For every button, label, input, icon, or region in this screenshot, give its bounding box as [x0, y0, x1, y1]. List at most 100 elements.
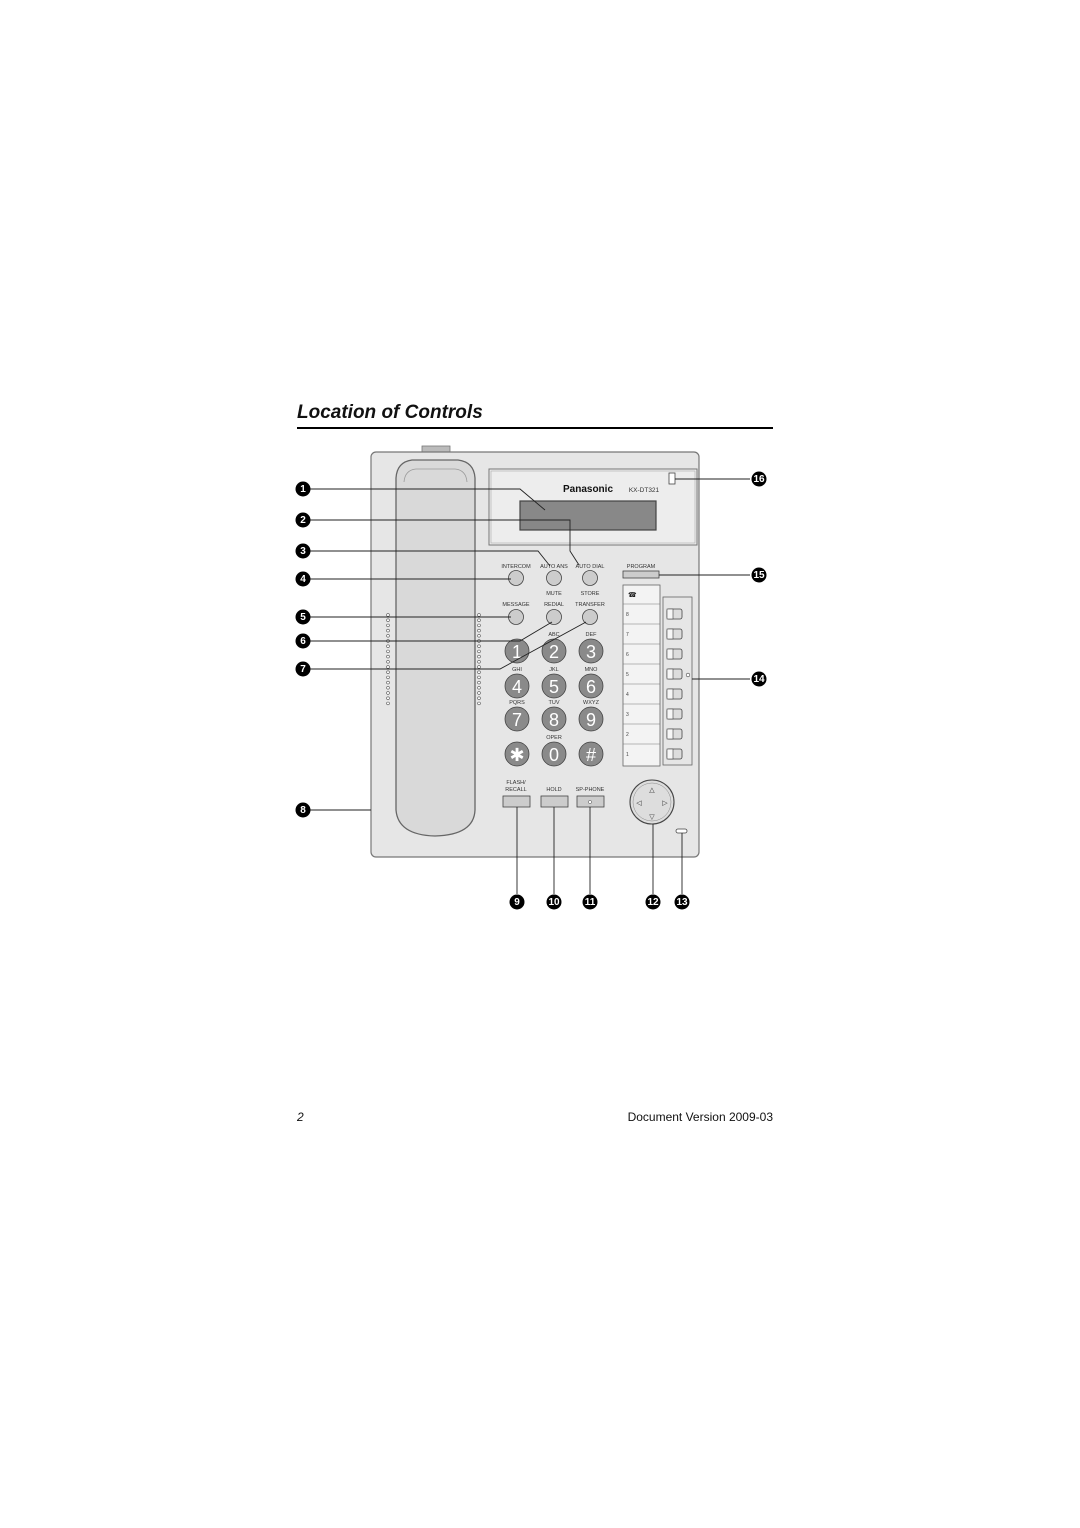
nav-right-icon: ▷ — [662, 799, 668, 807]
key-digit: 5 — [549, 677, 559, 697]
svg-text:5: 5 — [300, 612, 306, 623]
flash-label-1: FLASH/ — [506, 780, 526, 786]
callout-15: 15 — [751, 567, 767, 583]
nav-up-icon: △ — [649, 786, 655, 794]
svg-text:2: 2 — [300, 515, 306, 526]
callout-4: 4 — [295, 571, 311, 587]
key-digit: 6 — [586, 677, 596, 697]
store-button — [582, 570, 598, 586]
key-letters: MNO — [585, 667, 599, 673]
microphone — [675, 828, 688, 834]
redial-label: REDIAL — [544, 602, 564, 608]
title-rule — [297, 427, 773, 429]
mute-label: MUTE — [546, 591, 562, 597]
key-letters: JKL — [549, 667, 558, 673]
key-digit: 2 — [549, 642, 559, 662]
co-line-label: 2 — [626, 732, 629, 738]
key-digit: 8 — [549, 710, 559, 730]
key-letters: TUV — [549, 700, 560, 706]
key-digit: 7 — [512, 710, 522, 730]
program-button — [622, 570, 660, 579]
key-1 — [504, 638, 530, 664]
key-digit: 3 — [586, 642, 596, 662]
handset-inner — [403, 468, 468, 483]
handset-symbol: ☎ — [628, 591, 637, 599]
co-line-label: 1 — [626, 752, 629, 758]
hold-label: HOLD — [546, 787, 561, 793]
co-line-lamp — [666, 748, 674, 760]
callout-12: 12 — [645, 894, 661, 910]
transfer-button — [582, 609, 598, 625]
key-digit: 4 — [512, 677, 522, 697]
co-line-label: 7 — [626, 632, 629, 638]
callout-11: 11 — [582, 894, 598, 910]
speaker-hole — [386, 691, 390, 695]
speaker-hole — [477, 654, 481, 659]
speaker-hole — [386, 660, 390, 664]
svg-text:8: 8 — [300, 805, 306, 816]
leader-lines — [308, 478, 750, 894]
co-line-label: 3 — [626, 712, 629, 718]
svg-text:14: 14 — [753, 674, 765, 685]
svg-text:3: 3 — [300, 546, 306, 557]
co-indicator-dot — [685, 672, 691, 678]
sp-phone-lamp — [588, 800, 592, 804]
key-4 — [504, 673, 530, 699]
transfer-label: TRANSFER — [575, 602, 605, 608]
key-digit: 1 — [512, 642, 522, 662]
callout-16: 16 — [751, 471, 767, 487]
key-11 — [541, 741, 567, 767]
speaker-hole — [386, 623, 390, 628]
store-label: STORE — [581, 591, 600, 597]
co-label-card — [622, 584, 661, 767]
callout-8: 8 — [295, 802, 311, 818]
co-button-frame — [662, 596, 693, 766]
speaker-hole — [386, 634, 390, 638]
key-digit: 0 — [549, 745, 559, 765]
flash-label-2: RECALL — [505, 787, 526, 793]
flash-recall-button — [502, 795, 531, 808]
callout-5: 5 — [295, 609, 311, 625]
co-line-lamp — [666, 648, 674, 660]
co-line-lamp — [666, 728, 674, 740]
speaker-hole — [477, 623, 481, 628]
speaker-hole — [386, 670, 390, 674]
speaker-hole — [477, 613, 481, 617]
speaker-hole — [477, 618, 481, 622]
key-6 — [578, 673, 604, 699]
co-line-lamp — [666, 608, 674, 620]
auto-ans-label: AUTO ANS — [540, 564, 568, 570]
key-9 — [578, 706, 604, 732]
handset — [395, 459, 476, 837]
program-label: PROGRAM — [627, 564, 656, 570]
speaker-hole — [386, 644, 390, 648]
key-8 — [541, 706, 567, 732]
speaker-hole — [386, 665, 390, 669]
speaker-hole — [477, 649, 481, 654]
brand-logo: Panasonic — [563, 484, 613, 495]
speaker-hole — [477, 670, 481, 674]
page-number: 2 — [297, 1110, 304, 1124]
key-letters: DEF — [586, 632, 598, 638]
callout-14: 14 — [751, 671, 767, 687]
sp-phone-label: SP-PHONE — [576, 787, 605, 793]
redial-button — [546, 609, 562, 625]
speaker-hole — [477, 644, 481, 648]
key-letters: PQRS — [509, 700, 525, 706]
svg-text:6: 6 — [300, 636, 306, 647]
model-label: KX-DT321 — [629, 487, 660, 494]
callout-6: 6 — [295, 633, 311, 649]
callout-2: 2 — [295, 512, 311, 528]
speaker-hole — [477, 660, 481, 664]
svg-text:11: 11 — [585, 897, 596, 908]
key-3 — [578, 638, 604, 664]
speaker-hole — [477, 686, 481, 690]
speaker-hole — [477, 701, 481, 706]
message-lamp — [668, 472, 676, 485]
display-frame — [490, 470, 696, 544]
speaker-hole — [477, 675, 481, 680]
speaker-hole — [386, 618, 390, 622]
svg-text:7: 7 — [300, 664, 306, 675]
